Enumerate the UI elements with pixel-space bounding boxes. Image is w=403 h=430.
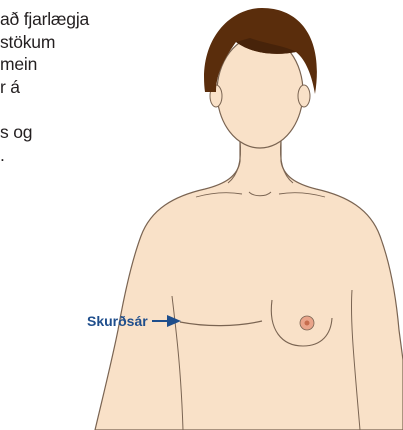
text-line: .	[0, 144, 175, 167]
text-line: að fjarlægja	[0, 8, 175, 31]
right-ear	[298, 85, 310, 107]
text-gap	[0, 98, 175, 121]
nipple	[305, 321, 310, 326]
incision-label: Skurðsár	[87, 312, 148, 330]
text-line: stökum	[0, 31, 175, 54]
text-line: s og	[0, 121, 175, 144]
description-text: að fjarlægja stökum mein r á s og .	[0, 8, 175, 166]
text-line: mein	[0, 53, 175, 76]
torso-shape	[95, 138, 403, 430]
text-line: r á	[0, 76, 175, 99]
